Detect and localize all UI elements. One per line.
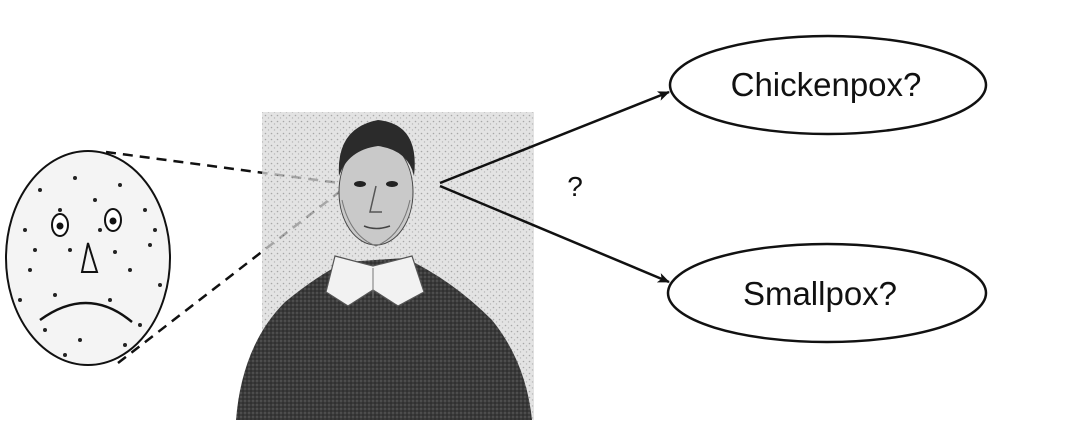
face-outline (5, 150, 171, 366)
portrait-icon (236, 112, 534, 420)
gaze-line-top (105, 150, 348, 186)
sad-face-icon (5, 150, 171, 366)
chickenpox-node: Chickenpox? (668, 34, 988, 136)
face-eye-left (51, 213, 69, 237)
face-frown (39, 301, 133, 323)
smallpox-node: Smallpox? (666, 242, 988, 344)
smallpox-label: Smallpox? (743, 275, 897, 312)
face-spots (18, 176, 162, 357)
question-mark-label: ? (567, 171, 583, 202)
arrow-to-chickenpox (439, 90, 670, 185)
face-nose (80, 242, 99, 273)
chickenpox-label: Chickenpox? (731, 66, 922, 103)
portrait-robe (236, 258, 532, 420)
arrow-to-smallpox (439, 184, 670, 284)
portrait-collar (325, 255, 425, 307)
face-eye-right (104, 208, 122, 232)
portrait-hair (338, 120, 415, 176)
